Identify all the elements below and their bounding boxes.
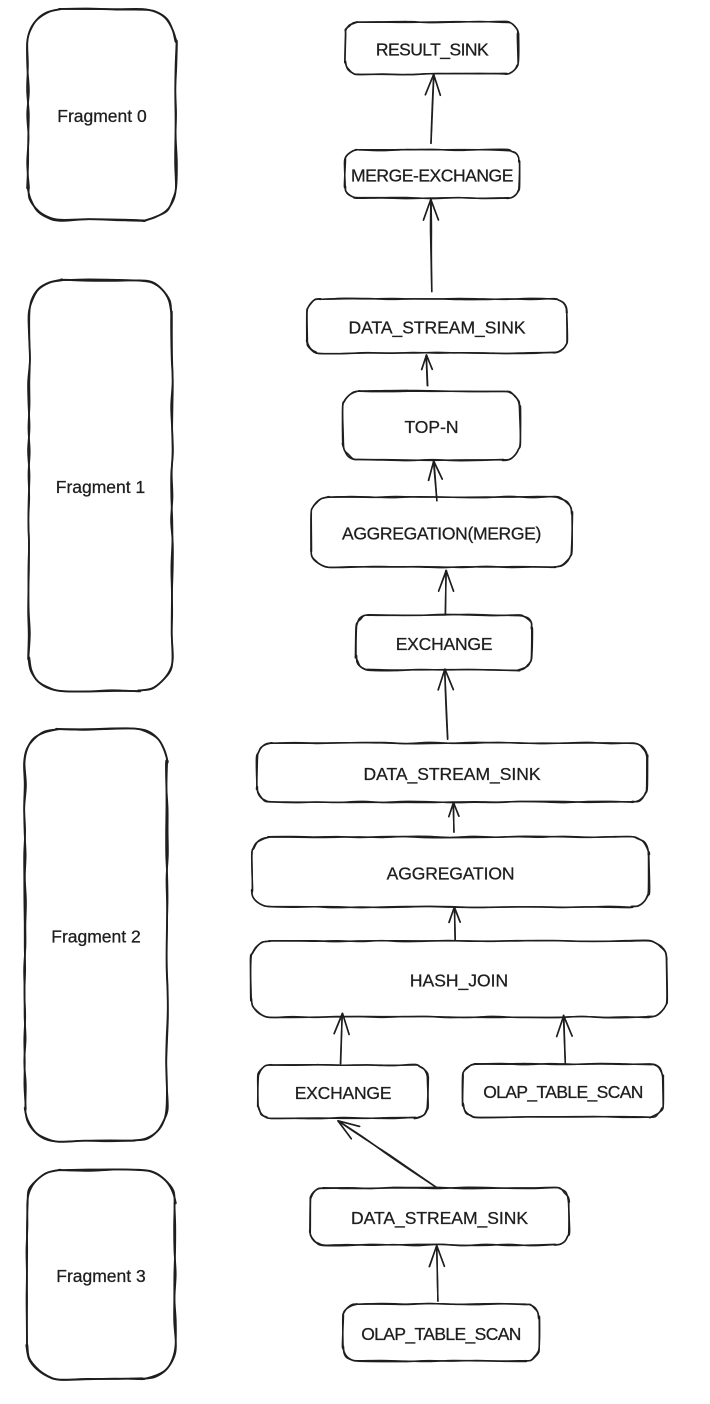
svg-text:AGGREGATION: AGGREGATION — [387, 863, 515, 883]
svg-text:DATA_STREAM_SINK: DATA_STREAM_SINK — [351, 1208, 528, 1229]
svg-text:EXCHANGE: EXCHANGE — [295, 1083, 392, 1103]
svg-text:DATA_STREAM_SINK: DATA_STREAM_SINK — [349, 317, 526, 338]
svg-text:OLAP_TABLE_SCAN: OLAP_TABLE_SCAN — [483, 1082, 643, 1103]
svg-text:MERGE-EXCHANGE: MERGE-EXCHANGE — [351, 165, 513, 185]
svg-text:Fragment 0: Fragment 0 — [57, 106, 147, 126]
svg-text:OLAP_TABLE_SCAN: OLAP_TABLE_SCAN — [361, 1324, 521, 1345]
svg-text:Fragment 1: Fragment 1 — [56, 477, 145, 497]
svg-text:Fragment 3: Fragment 3 — [56, 1266, 145, 1286]
svg-text:AGGREGATION(MERGE): AGGREGATION(MERGE) — [342, 523, 541, 543]
svg-text:TOP-N: TOP-N — [404, 417, 458, 437]
svg-text:Fragment 2: Fragment 2 — [51, 926, 140, 946]
svg-text:RESULT_SINK: RESULT_SINK — [376, 39, 489, 60]
svg-text:DATA_STREAM_SINK: DATA_STREAM_SINK — [364, 764, 541, 785]
svg-text:EXCHANGE: EXCHANGE — [396, 634, 493, 654]
svg-text:HASH_JOIN: HASH_JOIN — [410, 970, 508, 991]
